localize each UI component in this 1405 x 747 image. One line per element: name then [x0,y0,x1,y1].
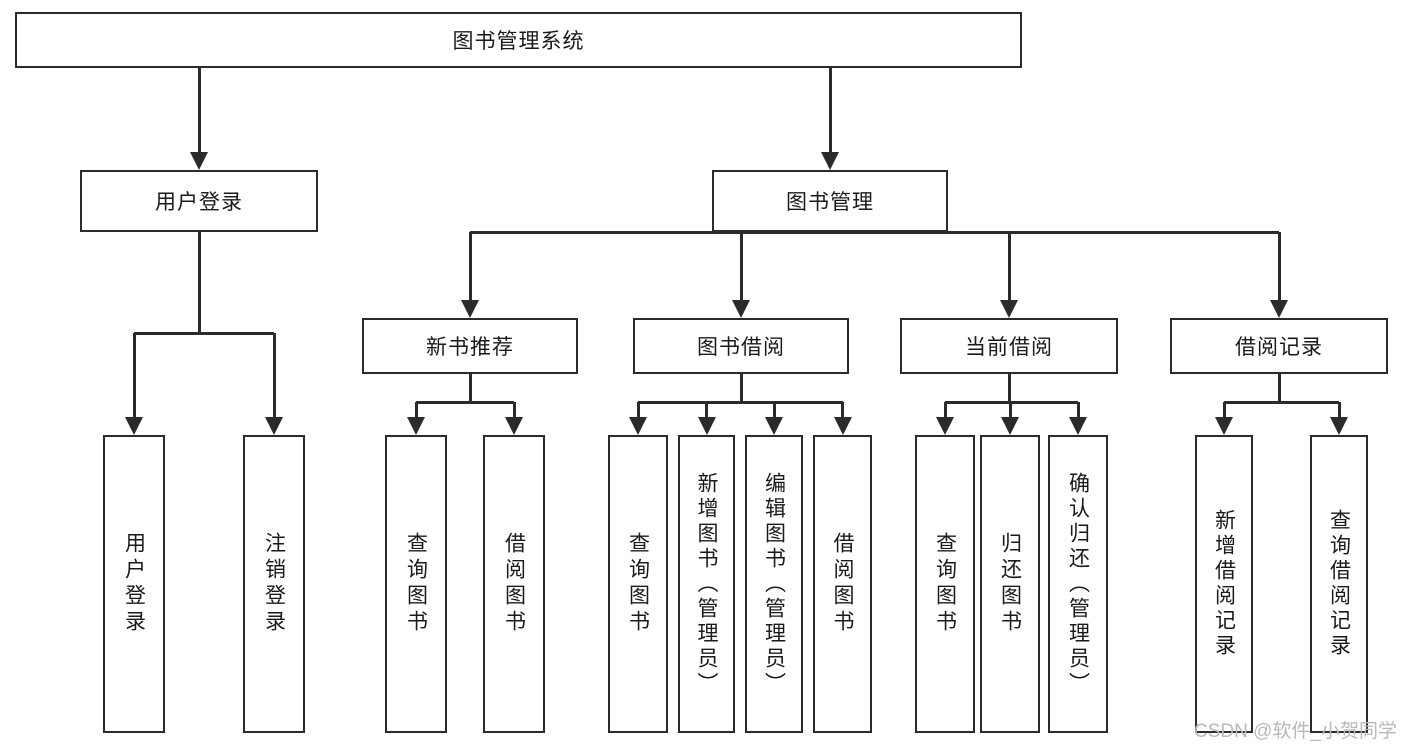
node-label: 查询图书 [626,532,650,636]
arrow-head-icon [265,417,283,435]
connector-line [468,374,472,402]
node-l6[interactable]: 新增图书（管理员） [678,435,735,733]
connector-line [272,333,276,419]
node-login[interactable]: 用户登录 [80,170,318,232]
connector-line [197,232,201,333]
node-label: 当前借阅 [965,336,1053,359]
arrow-head-icon [765,417,783,435]
arrow-head-icon [1000,300,1018,318]
node-label: 编辑图书（管理员） [762,471,786,697]
node-current[interactable]: 当前借阅 [900,318,1118,374]
node-l4[interactable]: 借阅图书 [483,435,545,733]
arrow-head-icon [629,417,647,435]
connector-line [705,402,708,419]
arrow-head-icon [821,152,839,170]
arrow-head-icon [1330,417,1348,435]
node-l3[interactable]: 查询图书 [385,435,447,733]
connector-line [470,230,1279,234]
arrow-head-icon [833,417,852,435]
connector-line [134,331,274,335]
connector-line [132,333,136,419]
connector-line [772,402,776,419]
node-label: 图书管理系统 [452,30,585,53]
node-l10[interactable]: 归还图书 [980,435,1040,733]
csdn-watermark: CSDN @软件_小贺同学 [1194,721,1397,742]
node-label: 新增借阅记录 [1212,509,1236,659]
connector-line [1007,374,1011,402]
node-label: 借阅图书 [831,532,854,636]
connector-line [1007,232,1011,302]
connector-line [197,52,201,154]
node-label: 借阅记录 [1235,336,1323,359]
node-label: 查询图书 [404,532,428,636]
node-label: 归还图书 [998,532,1022,636]
connector-line [841,402,844,419]
connector-line [636,402,640,419]
node-label: 注销登录 [262,532,286,636]
node-l11[interactable]: 确认归还（管理员） [1048,435,1108,733]
node-records[interactable]: 借阅记录 [1170,318,1388,374]
arrow-head-icon [407,417,425,435]
node-l1[interactable]: 用户登录 [103,435,165,733]
node-label: 查询图书 [933,532,957,636]
arrow-head-icon [1270,300,1288,318]
node-l2[interactable]: 注销登录 [243,435,305,733]
arrow-head-icon [697,417,716,435]
arrow-head-icon [461,300,479,318]
connector-line [512,402,516,419]
connector-line [943,402,947,419]
node-l8[interactable]: 借阅图书 [813,435,872,733]
connector-line [1008,402,1012,419]
node-label: 用户登录 [122,532,146,636]
node-label: 图书管理 [786,191,874,214]
node-label: 借阅图书 [502,532,526,636]
node-l9[interactable]: 查询图书 [915,435,975,733]
connector-line [414,402,418,419]
node-bookmgmt[interactable]: 图书管理 [712,170,948,232]
arrow-head-icon [1001,417,1019,435]
connector-line [1222,402,1226,419]
connector-line [1224,400,1339,404]
node-root[interactable]: 图书管理系统 [15,12,1022,68]
arrow-head-icon [936,417,954,435]
arrow-head-icon [505,417,523,435]
arrow-head-icon [1215,417,1233,435]
connector-line [945,400,1078,404]
node-l5[interactable]: 查询图书 [608,435,668,733]
node-newbook[interactable]: 新书推荐 [362,318,578,374]
connector-line [1277,374,1281,402]
arrow-head-icon [732,300,750,318]
node-label: 查询借阅记录 [1327,509,1351,659]
connector-line [468,232,472,302]
node-label: 新书推荐 [426,336,514,359]
node-l12[interactable]: 新增借阅记录 [1195,435,1253,733]
connector-line [739,374,743,402]
connector-line [1337,402,1341,419]
connector-line [739,232,743,302]
arrow-head-icon [1069,417,1087,435]
node-borrow[interactable]: 图书借阅 [633,318,849,374]
connector-line [416,400,514,404]
node-label: 用户登录 [155,191,243,214]
arrow-head-icon [125,417,143,435]
connector-line [638,400,843,404]
node-l7[interactable]: 编辑图书（管理员） [745,435,803,733]
connector-line [1076,402,1080,419]
node-l13[interactable]: 查询借阅记录 [1310,435,1368,733]
connector-line [1277,232,1281,302]
node-label: 确认归还（管理员） [1066,471,1090,697]
connector-line [828,52,832,154]
node-label: 新增图书（管理员） [695,471,718,697]
arrow-head-icon [190,152,208,170]
node-label: 图书借阅 [697,336,785,359]
